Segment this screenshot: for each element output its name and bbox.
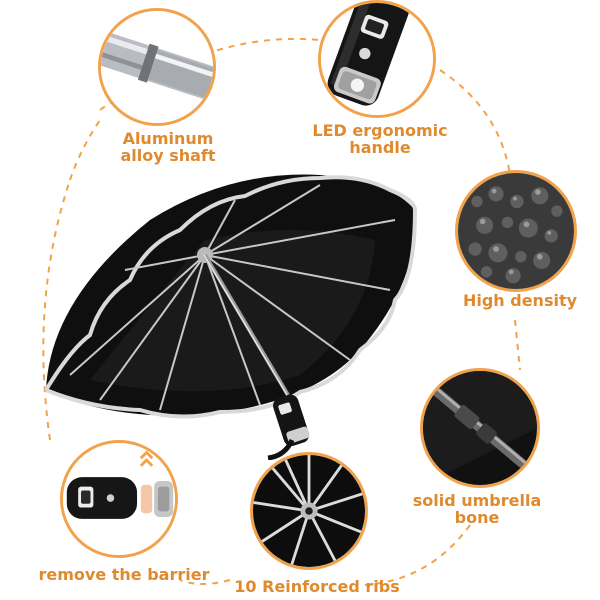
umbrella-bone-label: solid umbrella bone bbox=[412, 491, 542, 527]
aluminum-shaft-closeup-icon bbox=[98, 8, 216, 126]
umbrella-main-image bbox=[44, 174, 417, 460]
aluminum-shaft-label: Aluminum alloy shaft bbox=[120, 129, 216, 165]
water-beads-fabric-closeup-icon bbox=[455, 170, 577, 292]
remove-barrier-label: remove the barrier bbox=[38, 565, 210, 584]
reinforced-ribs-label: 10 Reinforced ribs bbox=[234, 577, 400, 596]
umbrella-bone-closeup-icon bbox=[420, 368, 540, 488]
led-handle-label: LED ergonomic handle bbox=[312, 121, 448, 157]
high-density-label: High density bbox=[462, 291, 578, 310]
led-handle-closeup-icon bbox=[318, 0, 436, 118]
reinforced-ribs-closeup-icon bbox=[250, 452, 368, 570]
handle-barrier-closeup-icon bbox=[60, 440, 178, 558]
